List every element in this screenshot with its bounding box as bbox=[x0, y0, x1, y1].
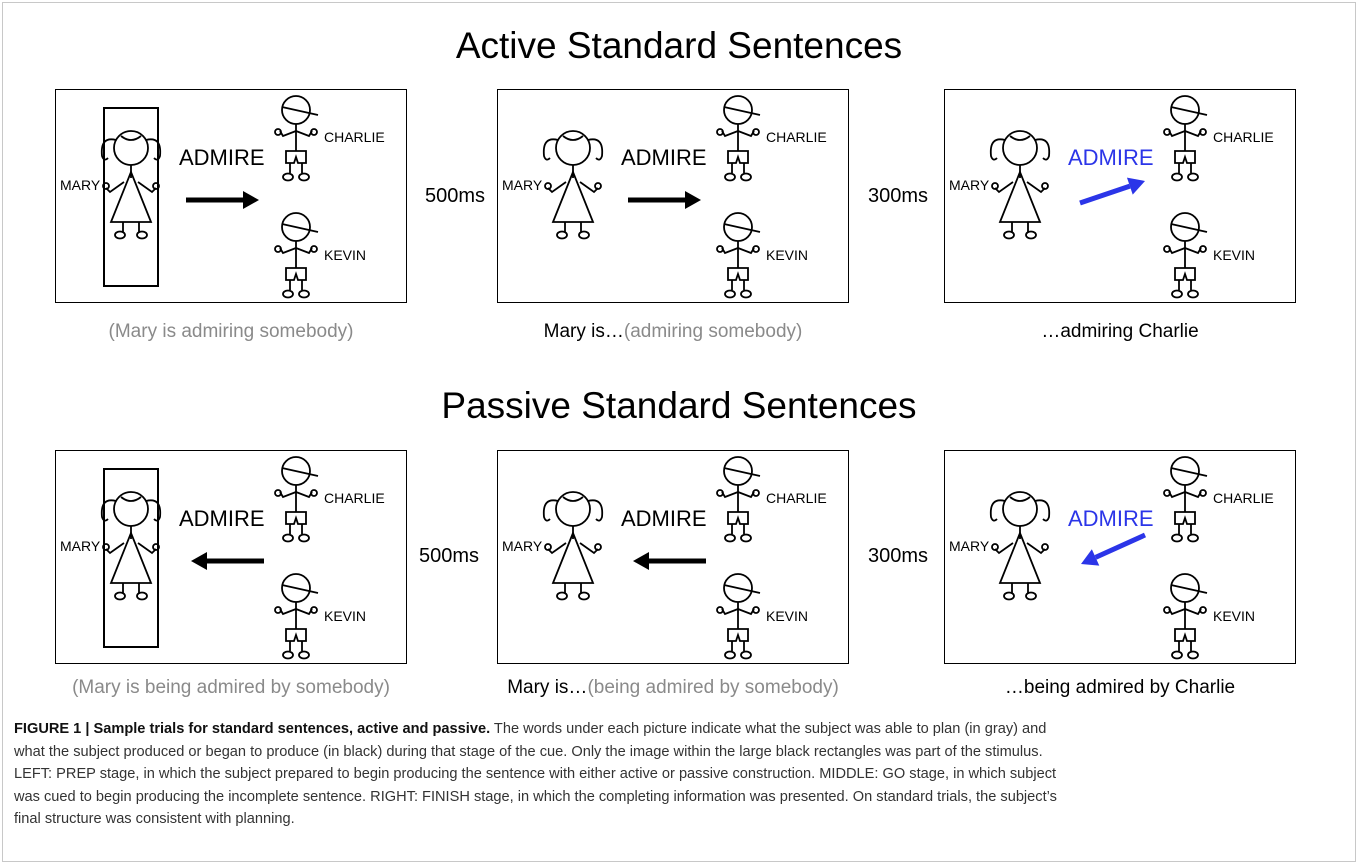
caption-gray-text: (Mary is admiring somebody) bbox=[108, 321, 354, 342]
subject-label: MARY bbox=[60, 177, 101, 193]
girl-figure bbox=[989, 130, 1051, 240]
panel-passive-go: MARY ADMIRE CHARLIE KEVIN bbox=[497, 450, 849, 664]
caption-line-2: what the subject produced or began to pr… bbox=[14, 743, 1043, 760]
lower-figure-label: KEVIN bbox=[324, 608, 366, 624]
caption-line-3: LEFT: PREP stage, in which the subject p… bbox=[14, 766, 1057, 782]
lower-figure-label: KEVIN bbox=[1213, 608, 1255, 624]
lower-figure-label: KEVIN bbox=[1213, 247, 1255, 263]
upper-figure-label: CHARLIE bbox=[324, 129, 385, 145]
subject-label: MARY bbox=[949, 538, 990, 554]
caption-line-1: FIGURE 1 | Sample trials for standard se… bbox=[14, 718, 1338, 741]
caption-active-go: Mary is…(admiring somebody) bbox=[497, 320, 849, 344]
girl-figure bbox=[542, 491, 604, 601]
caption-black-text: Mary is… bbox=[543, 321, 624, 342]
caption-line-4: was cued to begin producing the incomple… bbox=[14, 788, 1057, 805]
upper-figure-label: CHARLIE bbox=[1213, 490, 1274, 506]
caption-gray-text: (Mary is being admired by somebody) bbox=[72, 677, 390, 698]
arrow-icon bbox=[186, 191, 259, 209]
verb-label: ADMIRE bbox=[179, 506, 265, 531]
boy-figure bbox=[716, 573, 761, 660]
verb-label: ADMIRE bbox=[1068, 506, 1154, 531]
caption-passive-prep: (Mary is being admired by somebody) bbox=[30, 676, 432, 700]
upper-figure-label: CHARLIE bbox=[1213, 129, 1274, 145]
delay-label-passive-1: 500ms bbox=[419, 545, 480, 567]
section-title-passive: Passive Standard Sentences bbox=[441, 385, 917, 426]
upper-figure-label: CHARLIE bbox=[766, 490, 827, 506]
arrow-icon bbox=[1081, 532, 1147, 566]
arrow-icon bbox=[1079, 177, 1145, 206]
boy-figure bbox=[716, 456, 761, 543]
subject-label: MARY bbox=[949, 177, 990, 193]
caption-line-1-rest: The words under each picture indicate wh… bbox=[490, 721, 1047, 737]
arrow-icon bbox=[628, 191, 701, 209]
panel-passive-finish: MARY ADMIRE CHARLIE KEVIN bbox=[944, 450, 1296, 664]
boy-figure bbox=[1163, 573, 1208, 660]
subject-label: MARY bbox=[502, 177, 543, 193]
delay-label-passive-2: 300ms bbox=[868, 545, 929, 567]
boy-figure bbox=[1163, 212, 1208, 299]
arrow-icon bbox=[633, 552, 706, 570]
lower-figure-label: KEVIN bbox=[324, 247, 366, 263]
caption-black-text: …being admired by Charlie bbox=[1004, 677, 1236, 698]
highlight-box bbox=[103, 107, 159, 287]
subject-label: MARY bbox=[60, 538, 101, 554]
panel-active-go: MARY ADMIRE CHARLIE KEVIN bbox=[497, 89, 849, 303]
verb-label: ADMIRE bbox=[621, 145, 707, 170]
caption-black-text: …admiring Charlie bbox=[1041, 321, 1199, 342]
caption-title: FIGURE 1 | Sample trials for standard se… bbox=[14, 721, 491, 737]
boy-figure bbox=[274, 573, 319, 660]
boy-figure bbox=[274, 95, 319, 182]
caption-active-finish: …admiring Charlie bbox=[944, 320, 1296, 344]
panel-passive-prep: MARY ADMIRE CHARLIE KEVIN bbox=[55, 450, 407, 664]
caption-active-prep: (Mary is admiring somebody) bbox=[55, 320, 407, 344]
panel-active-prep: MARY ADMIRE CHARLIE KEVIN bbox=[55, 89, 407, 303]
boy-figure bbox=[1163, 95, 1208, 182]
girl-figure bbox=[100, 130, 162, 240]
boy-figure bbox=[1163, 456, 1208, 543]
verb-label: ADMIRE bbox=[621, 506, 707, 531]
panel-active-finish: MARY ADMIRE CHARLIE KEVIN bbox=[944, 89, 1296, 303]
caption-line-5: final structure was consistent with plan… bbox=[14, 811, 295, 827]
girl-figure bbox=[542, 130, 604, 240]
boy-figure bbox=[274, 212, 319, 299]
verb-label: ADMIRE bbox=[179, 145, 265, 170]
delay-label-active-1: 500ms bbox=[425, 185, 486, 207]
caption-gray-text: (admiring somebody) bbox=[623, 321, 803, 342]
subject-label: MARY bbox=[502, 538, 543, 554]
girl-figure bbox=[100, 491, 162, 601]
caption-passive-finish: …being admired by Charlie bbox=[944, 676, 1296, 700]
boy-figure bbox=[716, 212, 761, 299]
lower-figure-label: KEVIN bbox=[766, 608, 808, 624]
figure-caption: FIGURE 1 | Sample trials for standard se… bbox=[14, 718, 1338, 831]
arrow-icon bbox=[191, 552, 264, 570]
lower-figure-label: KEVIN bbox=[766, 247, 808, 263]
girl-figure bbox=[989, 491, 1051, 601]
caption-passive-go: Mary is…(being admired by somebody) bbox=[472, 676, 874, 700]
caption-gray-text: (being admired by somebody) bbox=[587, 677, 839, 698]
caption-black-text: Mary is… bbox=[507, 677, 588, 698]
boy-figure bbox=[274, 456, 319, 543]
boy-figure bbox=[716, 95, 761, 182]
verb-label: ADMIRE bbox=[1068, 145, 1154, 170]
upper-figure-label: CHARLIE bbox=[324, 490, 385, 506]
upper-figure-label: CHARLIE bbox=[766, 129, 827, 145]
delay-label-active-2: 300ms bbox=[868, 185, 929, 207]
highlight-box bbox=[103, 468, 159, 648]
section-title-active: Active Standard Sentences bbox=[455, 25, 903, 66]
